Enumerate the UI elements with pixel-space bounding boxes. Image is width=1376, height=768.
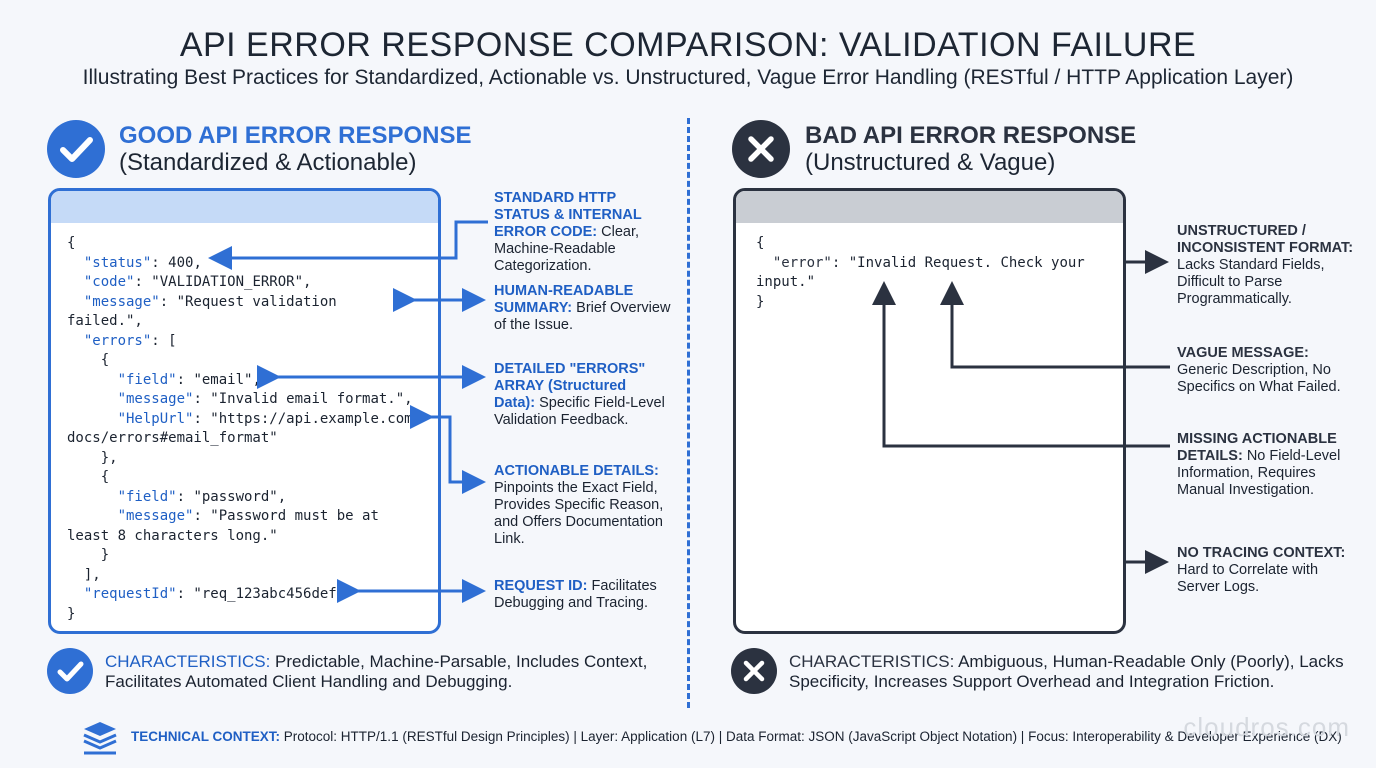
code-line: "error": "Invalid Request. Check your [772,254,1085,271]
arrow-status [208,220,488,270]
close-icon [732,120,790,178]
page-title: API ERROR RESPONSE COMPARISON: VALIDATIO… [179,26,1197,64]
code-line: failed.", [67,313,143,329]
bad-annotation-vague: VAGUE MESSAGE: Generic Description, No S… [1177,345,1341,395]
good-code-panel: { "status": 400, "code": "VALIDATION_ERR… [48,188,441,634]
page-subtitle: Illustrating Best Practices for Standard… [82,66,1294,89]
bad-annotation-missing-details: MISSING ACTIONABLE DETAILS: No Field-Lev… [1177,431,1341,498]
code-line: } [756,293,765,310]
code-line: "errors": [ [83,332,177,349]
good-annotation-request-id: REQUEST ID: Facilitates Debugging and Tr… [494,578,657,611]
bad-panel-titlebar [736,191,1123,223]
bad-code-panel: { "error": "Invalid Request. Check your i… [733,188,1126,634]
code-line: "requestId": "req_123abc456def" [83,586,346,602]
code-line: least 8 characters long." [67,527,278,544]
code-line: "message": "Invalid email format.", [117,391,413,407]
code-line: "code": "VALIDATION_ERROR", [83,274,312,290]
good-characteristics: CHARACTERISTICS: Predictable, Machine-Pa… [105,652,648,691]
bad-characteristics: CHARACTERISTICS: Ambiguous, Human-Readab… [789,652,1344,691]
json-key: "message" [83,293,160,310]
good-annotation-errors-array: DETAILED "ERRORS" ARRAY (Structured Data… [494,361,665,428]
good-section-heading: GOOD API ERROR RESPONSE [119,122,472,149]
code-line: { [67,235,76,251]
code-line: "field": "email", [117,371,261,388]
json-key: "requestId" [83,586,177,602]
code-line: }, [67,449,118,466]
json-key: "error" [772,254,832,271]
code-line: "HelpUrl": "https://api.example.com/ [117,410,422,427]
json-key: "HelpUrl" [117,410,194,427]
code-line: ], [67,566,101,583]
arrow-missing-details [872,281,1170,448]
code-line: "field": "password", [117,488,287,505]
code-line: docs/errors#email_format" [67,430,278,446]
code-line: "status": 400, [83,254,202,271]
bad-section-subheading: (Unstructured & Vague) [805,149,1056,176]
good-section-subheading: (Standardized & Actionable) [119,149,417,176]
bad-json-code: { "error": "Invalid Request. Check your i… [736,223,1123,312]
code-line: } [67,547,110,563]
good-panel-titlebar [51,191,438,223]
code-line: input." [756,274,816,290]
good-json-code: { "status": 400, "code": "VALIDATION_ERR… [51,223,438,624]
code-line: { [67,352,110,368]
code-line: "message": "Request validation [83,293,337,310]
json-key: "status" [83,254,152,271]
code-line: "message": "Password must be at [117,508,379,524]
layers-stack-icon [80,720,120,761]
json-key: "code" [83,274,135,290]
good-annotation-summary: HUMAN-READABLE SUMMARY: Brief Overview o… [494,283,671,333]
json-key: "field" [117,488,177,505]
technical-context: TECHNICAL CONTEXT: Protocol: HTTP/1.1 (R… [131,729,1342,744]
check-icon [47,648,93,694]
watermark: cloudros.com [1183,712,1350,742]
good-annotation-status: STANDARD HTTP STATUS & INTERNAL ERROR CO… [494,190,642,274]
arrow-actionable [410,405,486,494]
close-icon [731,648,777,694]
bad-annotation-no-tracing: NO TRACING CONTEXT: Hard to Correlate wi… [1177,545,1346,595]
section-divider [687,118,690,708]
check-icon [47,120,105,178]
code-line: { [67,469,110,485]
arrow-vague [940,281,1170,369]
json-key: "errors" [83,332,152,349]
bad-annotation-unstructured: UNSTRUCTURED / INCONSISTENT FORMAT: Lack… [1177,223,1354,307]
json-key: "message" [117,508,194,524]
json-key: "message" [117,391,194,407]
good-annotation-actionable: ACTIONABLE DETAILS: Pinpoints the Exact … [494,463,664,547]
code-line: } [67,605,76,622]
bad-section-heading: BAD API ERROR RESPONSE [805,122,1137,149]
json-key: "field" [117,371,177,388]
code-line: { [756,235,765,251]
